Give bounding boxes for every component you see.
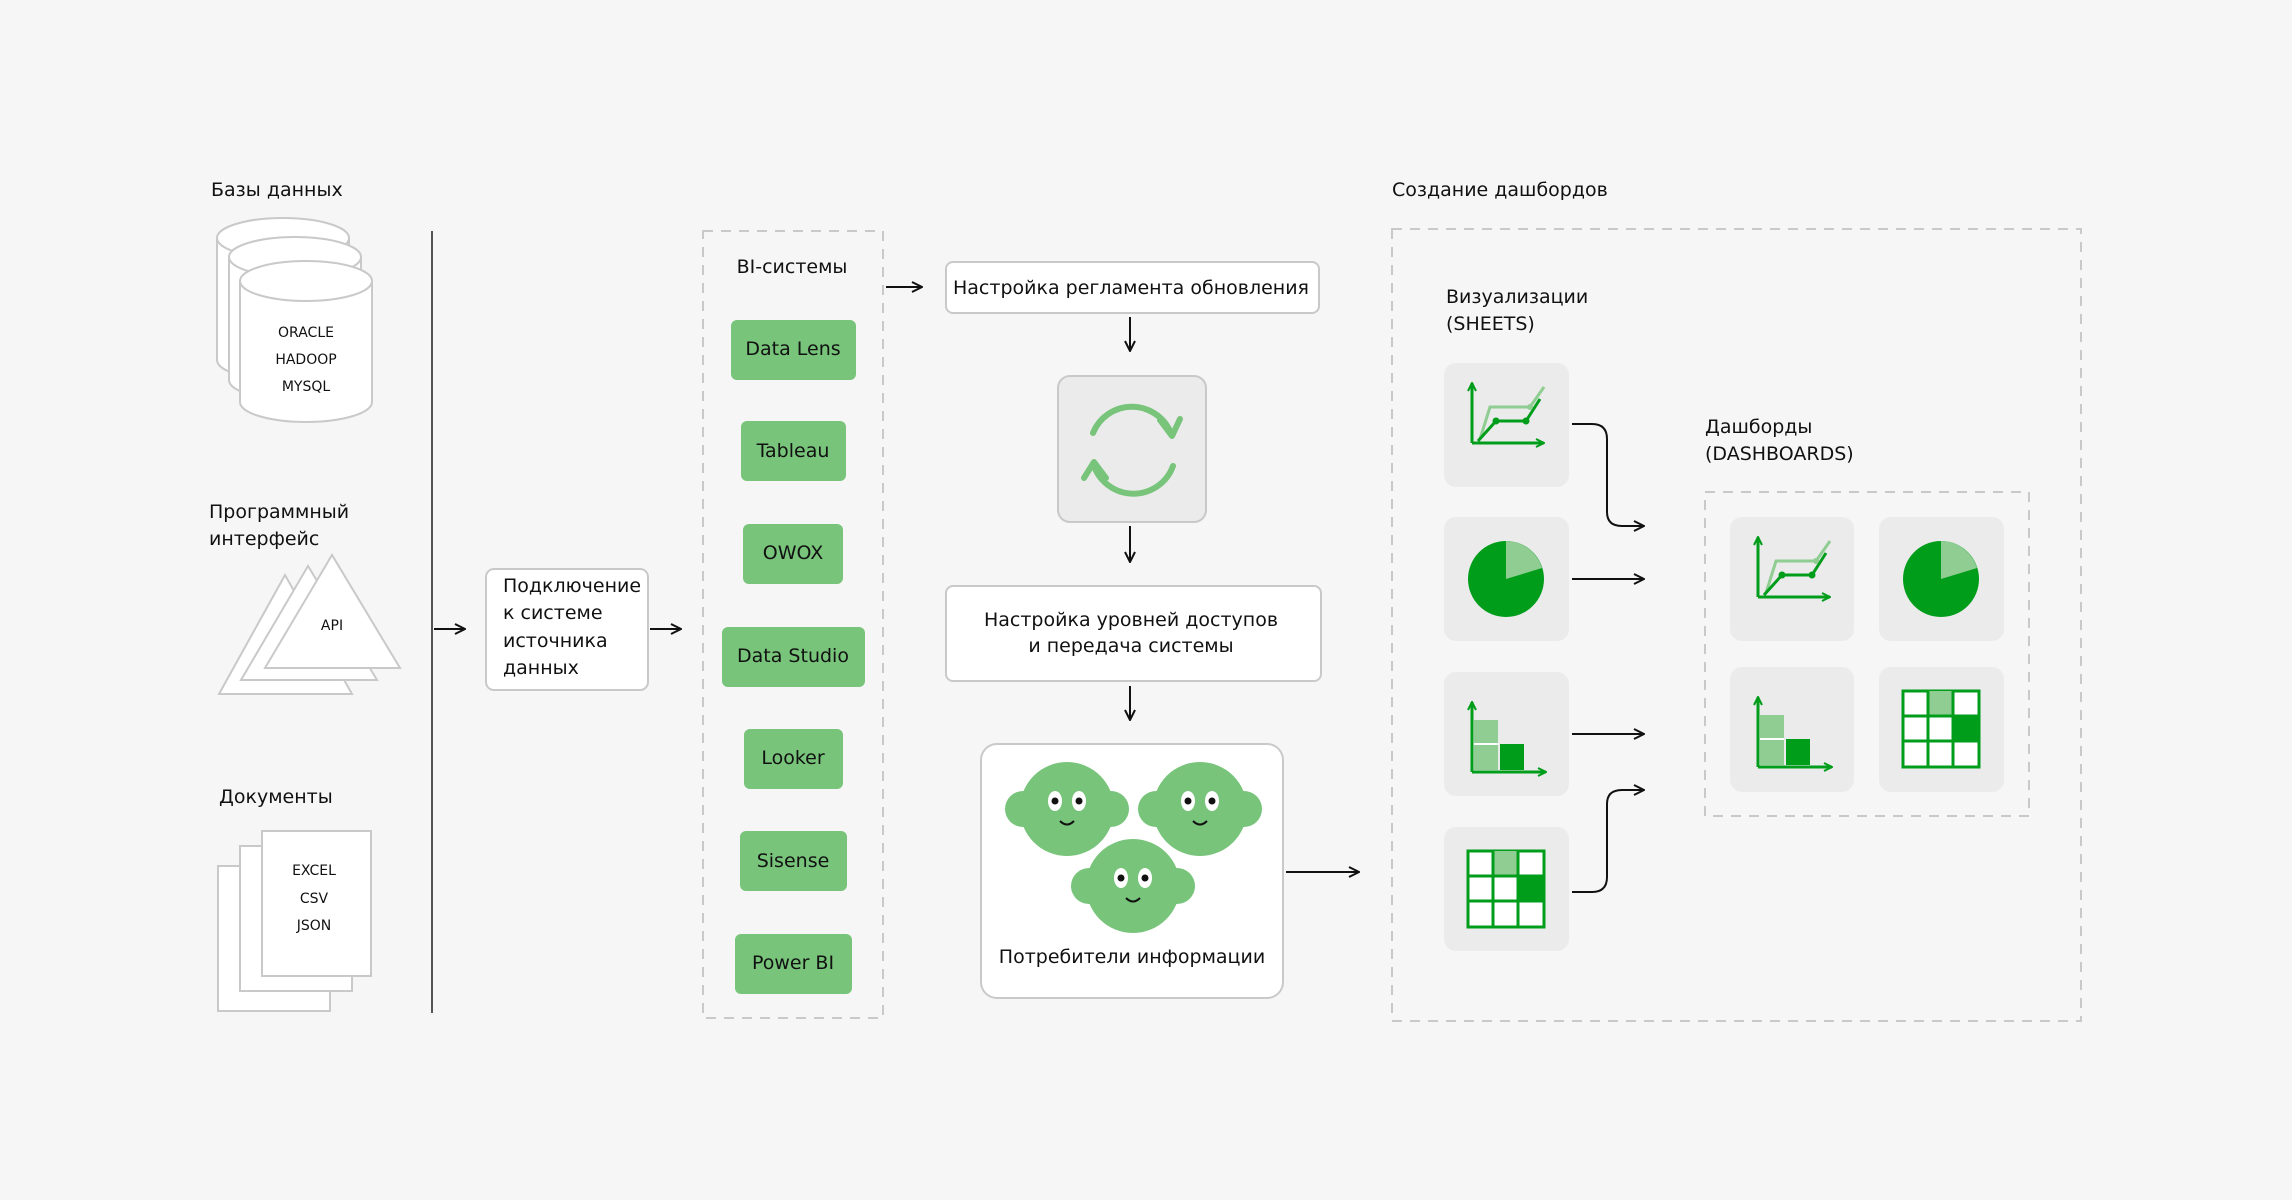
consumers-label: Потребители информации	[999, 946, 1265, 968]
documents-title: Документы	[219, 786, 333, 808]
dashboards-panel	[1391, 228, 2082, 1022]
databases-title: Базы данных	[211, 179, 343, 201]
connection-box	[485, 568, 649, 691]
bi-item-looker	[744, 729, 843, 789]
database-cylinders-icon	[216, 217, 373, 423]
access-line1: Настройка уровней доступов	[984, 609, 1278, 631]
api-label: API	[321, 618, 343, 634]
pie-chart-icon	[1468, 541, 1544, 617]
dashboards-label-line2: (DASHBOARDS)	[1705, 443, 1854, 465]
bi-item-label: Sisense	[757, 850, 830, 872]
bi-item-data-lens	[731, 320, 856, 380]
bi-item-tableau	[741, 421, 846, 481]
db-item-mysql: MYSQL	[282, 379, 331, 395]
db-item-oracle: ORACLE	[278, 325, 334, 341]
pie-chart-icon	[1903, 541, 1979, 617]
sheets-line2: (SHEETS)	[1446, 313, 1535, 335]
grid-table-icon	[1466, 849, 1546, 929]
dashboard-frame	[1704, 491, 2030, 817]
sheets-line1: Визуализации	[1446, 286, 1588, 308]
bi-item-sisense	[740, 831, 847, 891]
connection-line3: источника	[503, 630, 608, 652]
dashboard-card-line	[1730, 517, 1854, 641]
sync-box	[1057, 375, 1207, 523]
sheet-card-bar	[1444, 672, 1569, 796]
bi-systems-panel	[702, 230, 884, 1019]
connection-line4: данных	[503, 657, 579, 679]
dashboard-card-bar	[1730, 667, 1854, 792]
api-title-line2: интерфейс	[209, 528, 319, 550]
bi-item-label: Looker	[761, 747, 825, 769]
doc-item-json: JSON	[296, 918, 332, 934]
grid-table-icon	[1901, 689, 1981, 769]
bi-item-label: Data Lens	[745, 338, 840, 360]
connection-line1: Подключение	[503, 575, 641, 597]
doc-item-csv: CSV	[300, 891, 329, 907]
access-setup-box	[945, 585, 1322, 682]
bi-item-owox	[743, 524, 843, 584]
bi-item-label: OWOX	[763, 542, 824, 564]
api-triangles-icon	[217, 553, 402, 695]
bi-item-label: Tableau	[756, 440, 830, 462]
db-item-hadoop: HADOOP	[275, 352, 336, 368]
access-line2: и передача системы	[1028, 635, 1233, 657]
bi-item-power-bi	[735, 934, 852, 994]
sheet-to-dashboard-arrows	[1572, 423, 1644, 893]
bi-item-label: Power BI	[752, 952, 834, 974]
bi-item-label: Data Studio	[737, 645, 849, 667]
dashboards-title: Создание дашбордов	[1392, 179, 1608, 201]
arrow-sheet-line	[1572, 423, 1644, 526]
update-schedule-label: Настройка регламента обновления	[953, 277, 1309, 299]
dashboards-label-line1: Дашборды	[1705, 416, 1812, 438]
bi-item-data-studio	[722, 627, 865, 687]
bi-title: BI-системы	[737, 256, 848, 278]
document-stack-icon	[217, 830, 372, 1012]
sync-icon	[1081, 403, 1183, 497]
connection-line2: к системе	[503, 602, 603, 624]
arrow-sheet-grid	[1572, 790, 1644, 893]
doc-item-excel: EXCEL	[292, 863, 336, 879]
update-schedule-box	[945, 261, 1320, 314]
api-title-line1: Программный	[209, 501, 349, 523]
sheet-card-line	[1444, 363, 1569, 487]
